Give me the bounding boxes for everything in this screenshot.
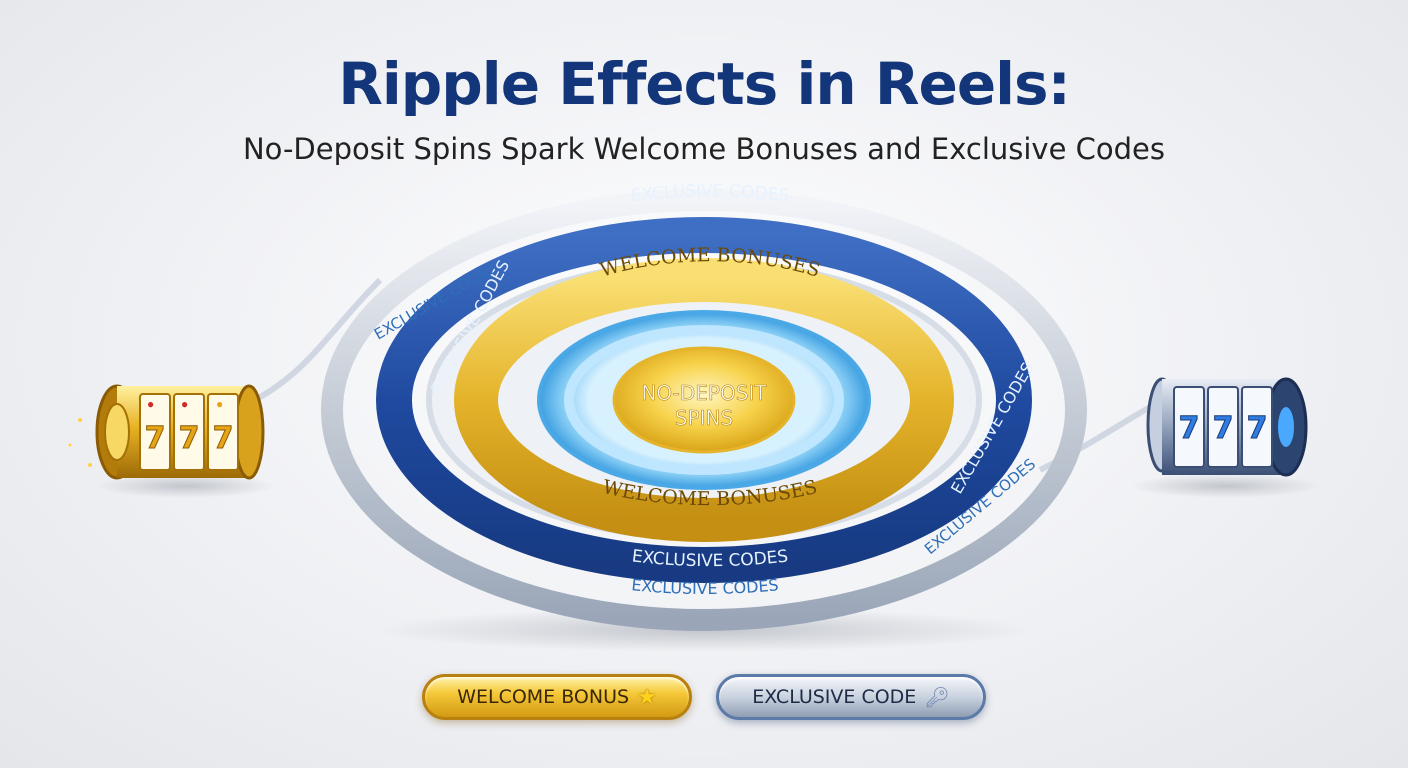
cherry-icon: ●: [181, 397, 188, 411]
center-label-line2: SPINS: [675, 406, 733, 430]
blue-slot-reel: 7 7 7: [1146, 377, 1308, 477]
gold-ring: [454, 258, 954, 542]
left-stream: [253, 277, 383, 403]
center-label-line1: NO-DEPOSIT: [641, 381, 767, 405]
gold-reel-symbol: 7: [179, 421, 200, 456]
welcome-bonus-button[interactable]: WELCOME BONUS ★: [422, 674, 692, 720]
page-subtitle: No-Deposit Spins Spark Welcome Bonuses a…: [242, 132, 1166, 166]
exclusive-code-label: EXCLUSIVE CODE: [752, 686, 917, 708]
deep-blue-ring: [376, 217, 1032, 583]
light-blue-inner-ring: [564, 325, 844, 475]
gold-reel-symbol: 7: [145, 421, 166, 456]
gold-slot-reel: ● ● ● 7 7 7: [68, 384, 265, 480]
exclusive-code-button[interactable]: EXCLUSIVE CODE 🔑︎: [716, 674, 986, 720]
blue-reel-shadow: [1130, 474, 1320, 498]
cherry-icon: ●: [147, 397, 154, 411]
lemon-icon: ●: [216, 397, 223, 411]
blue-reel-symbol: 7: [1247, 411, 1268, 446]
gold-reel-symbol: 7: [213, 421, 234, 456]
gold-reel-shadow: [95, 474, 275, 498]
center-disc: [612, 346, 796, 454]
blue-reel-symbol: 7: [1213, 411, 1234, 446]
page-title: Ripple Effects in Reels:: [338, 50, 1071, 118]
exclusive-outer-label-bottom: EXCLUSIVE CODES: [631, 575, 780, 598]
welcome-bonus-label: WELCOME BONUS: [457, 686, 630, 708]
star-icon: ★: [637, 684, 657, 710]
blue-reel-symbol: 7: [1179, 411, 1200, 446]
key-icon: 🔑︎: [924, 685, 950, 709]
outer-silver-ring: [321, 189, 1087, 631]
